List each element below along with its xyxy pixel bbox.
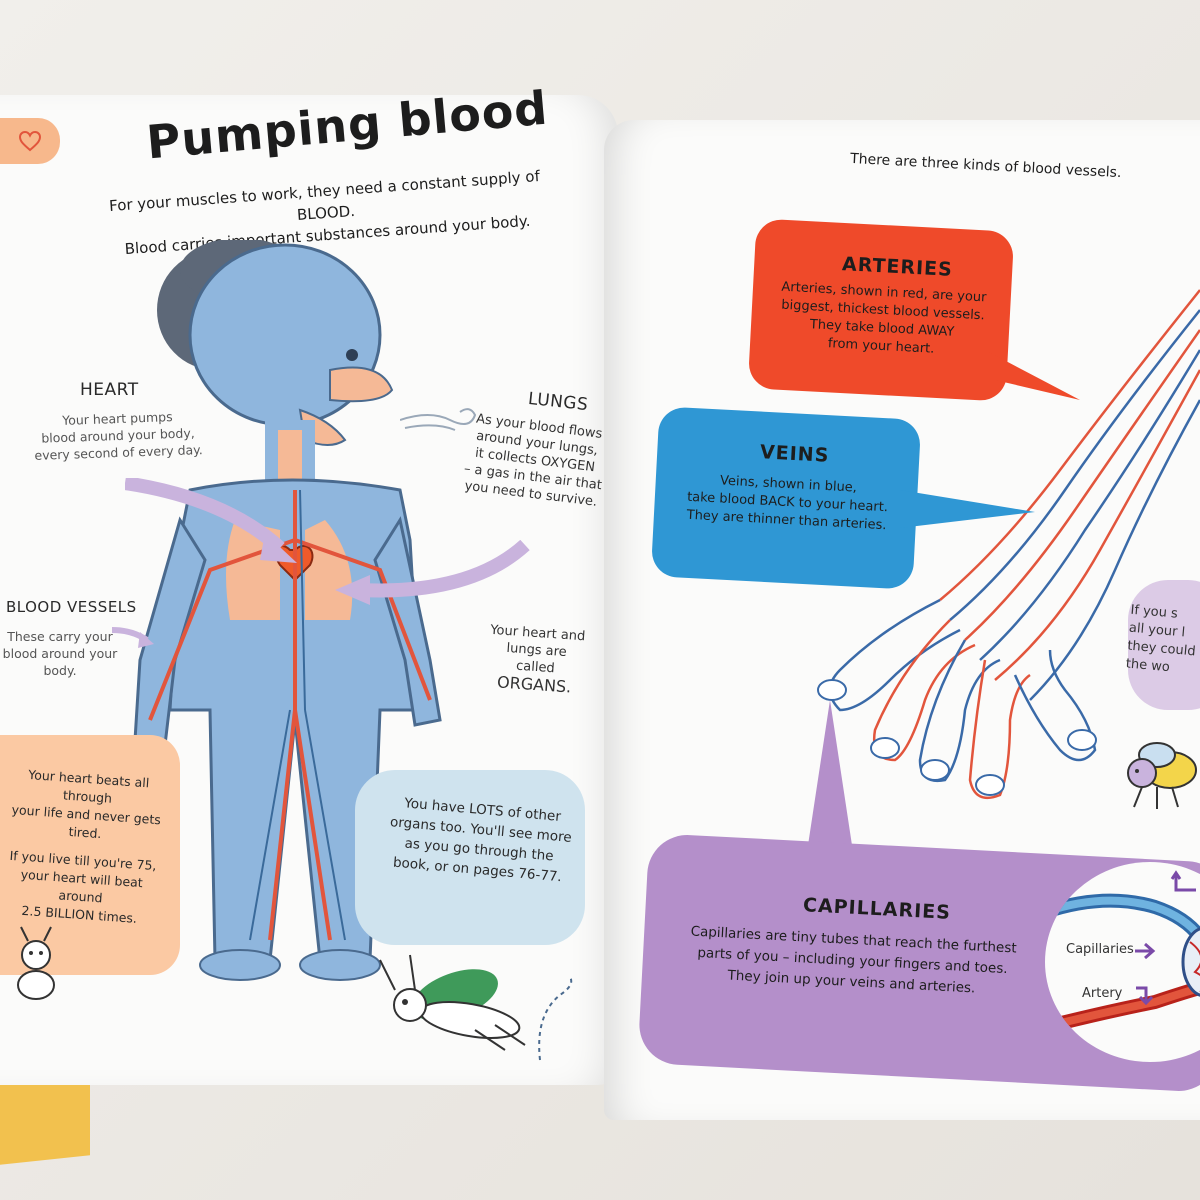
right-arm	[373, 516, 442, 727]
heart-tab	[0, 118, 60, 164]
heart-arrow	[125, 478, 297, 563]
capillaries-diagram	[1045, 893, 1200, 1034]
artery-arrow-icon	[1136, 986, 1154, 1006]
capillaries-arrow-icon	[1135, 942, 1156, 960]
lungs-arrow	[335, 540, 530, 605]
organs-fact-bubble	[355, 770, 585, 945]
veins-pointer	[900, 490, 1035, 528]
capillaries-diagram-label: Capillaries	[1066, 942, 1134, 957]
eye	[346, 349, 358, 361]
heartbeat-fact-text: Your heart beats all through your life a…	[0, 765, 169, 930]
capillaries-zoom-circle	[1045, 862, 1200, 1062]
right-lung	[305, 520, 353, 620]
body-illustration	[133, 240, 442, 981]
lungs-label-text: As your blood flows around your lungs, i…	[455, 409, 614, 512]
fly-bug-icon	[1127, 742, 1197, 809]
cut-off-fact-bubble	[1128, 580, 1200, 710]
capillaries-pointer	[805, 700, 855, 865]
grasshopper-icon	[379, 954, 526, 1051]
nose	[329, 366, 394, 403]
vessels-arrow	[112, 627, 154, 648]
cut-off-fact-text: If you s all your l they could the wo	[1125, 602, 1200, 681]
heart-label-text: Your heart pumps blood around your body,…	[27, 407, 209, 464]
vessels-line-2: blood around your body.	[2, 646, 118, 678]
vessels-label-text: These carry your blood around your body.	[0, 628, 120, 679]
organs-label-text: Your heart and lungs are called ORGANS.	[484, 622, 588, 697]
cartoon-bug-icon	[17, 926, 55, 1000]
arteries-text: Arteries, shown in red, are your biggest…	[768, 278, 996, 362]
dotted-flight-path	[538, 976, 573, 1061]
vessels-label-title: BLOOD VESSELS	[6, 598, 137, 616]
heartbeat-fact-bubble	[0, 735, 180, 975]
veins-title: VEINS	[759, 441, 830, 467]
arteries-pointer	[985, 350, 1080, 400]
heart-icon	[18, 130, 42, 152]
arm-illustration	[817, 289, 1200, 800]
vessels-line-1: These carry your	[7, 629, 113, 644]
flow-arrow-icon	[1170, 870, 1196, 892]
heart-label-title: HEART	[80, 380, 139, 400]
artery-diagram-label: Artery	[1082, 986, 1123, 1001]
breath-swirl-icon	[400, 408, 477, 431]
